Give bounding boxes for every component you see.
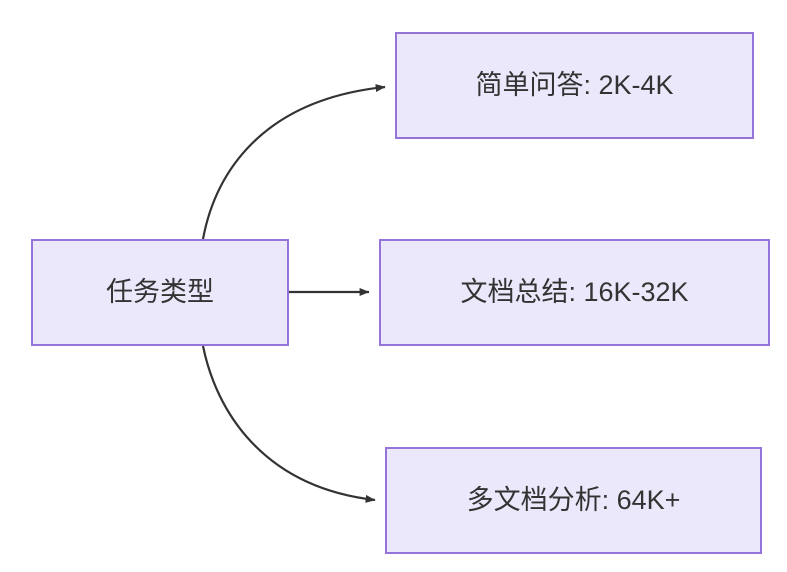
node-simple-qa[interactable]: 简单问答: 2K-4K — [395, 32, 754, 139]
node-task-type[interactable]: 任务类型 — [31, 239, 289, 346]
node-multi-document-analysis[interactable]: 多文档分析: 64K+ — [385, 447, 762, 554]
node-label: 文档总结: 16K-32K — [460, 277, 689, 308]
node-label: 任务类型 — [106, 277, 214, 308]
node-document-summary[interactable]: 文档总结: 16K-32K — [379, 239, 770, 346]
edge-root-to-multi — [201, 345, 376, 503]
node-label: 简单问答: 2K-4K — [475, 70, 674, 101]
node-label: 多文档分析: 64K+ — [466, 485, 681, 516]
edge-root-to-simple — [201, 83, 386, 240]
